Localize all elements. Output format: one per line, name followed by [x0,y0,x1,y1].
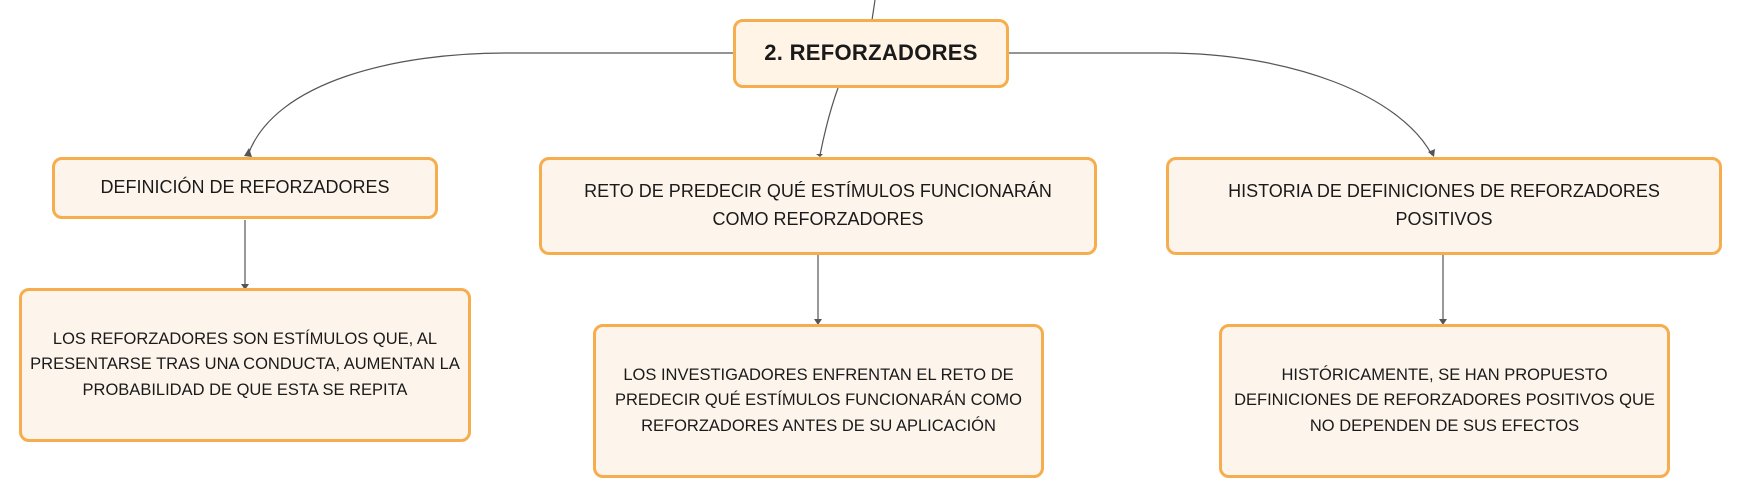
root-node-label: 2. REFORZADORES [764,40,978,66]
connector-root-to-historia [1008,52,1433,156]
detail-node-historia[interactable]: HISTÓRICAMENTE, SE HAN PROPUESTO DEFINIC… [1219,324,1670,478]
topic-node-label: DEFINICIÓN DE REFORZADORES [100,177,390,198]
connector-root-to-reto [819,87,839,156]
detail-node-text: LOS INVESTIGADORES ENFRENTAN EL RETO DE … [614,365,1023,435]
connector-root-to-definicion [247,52,735,156]
arrowhead-historia-detail [1439,319,1447,325]
topic-node-historia[interactable]: HISTORIA DE DEFINICIONES DE REFORZADORES… [1166,157,1722,255]
arrowhead-historia [1428,149,1435,157]
topic-node-label: HISTORIA DE DEFINICIONES DE REFORZADORES… [1228,181,1660,229]
detail-node-reto[interactable]: LOS INVESTIGADORES ENFRENTAN EL RETO DE … [593,324,1044,478]
topic-node-definicion[interactable]: DEFINICIÓN DE REFORZADORES [52,157,438,219]
topic-node-label: RETO DE PREDECIR QUÉ ESTÍMULOS FUNCIONAR… [584,181,1052,229]
detail-node-text: HISTÓRICAMENTE, SE HAN PROPUESTO DEFINIC… [1234,365,1655,435]
arrowhead-definicion-detail [241,284,249,290]
detail-node-text: LOS REFORZADORES SON ESTÍMULOS QUE, AL P… [30,329,460,399]
connector-from-parent [871,0,876,21]
detail-node-definicion[interactable]: LOS REFORZADORES SON ESTÍMULOS QUE, AL P… [19,288,471,442]
arrowhead-reto [816,154,823,157]
root-node[interactable]: 2. REFORZADORES [733,19,1009,88]
arrowhead-reto-detail [814,319,822,325]
topic-node-reto[interactable]: RETO DE PREDECIR QUÉ ESTÍMULOS FUNCIONAR… [539,157,1097,255]
arrowhead-definicion [244,148,252,157]
